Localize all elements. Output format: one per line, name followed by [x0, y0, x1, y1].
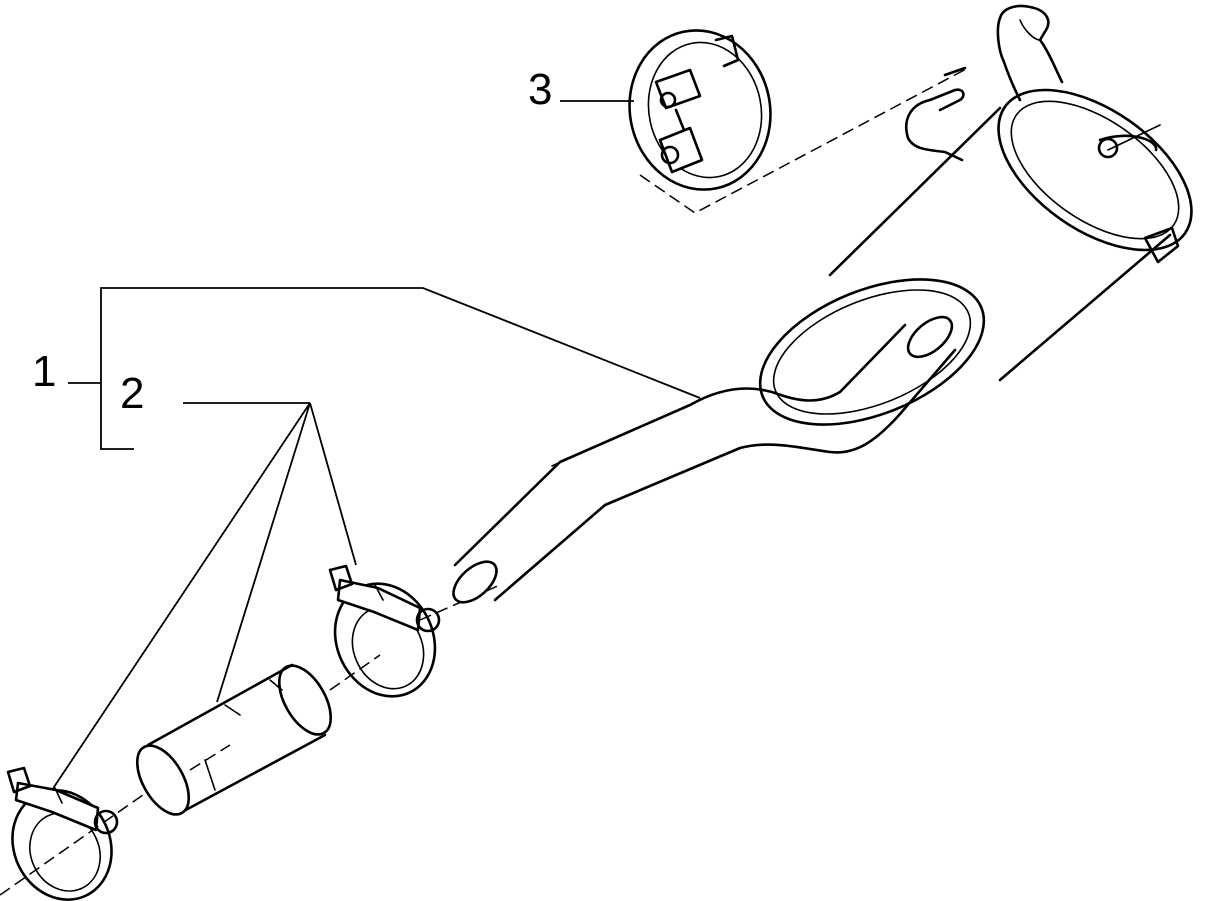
callout-2: 2 — [120, 369, 145, 418]
rear-clamp — [328, 564, 441, 698]
rear-muffler — [758, 4, 1193, 426]
leader-2-to-front-clamp — [51, 402, 311, 791]
connecting-sleeve — [135, 663, 333, 816]
callout-3: 3 — [528, 65, 553, 114]
leader-2-to-rear-clamp — [309, 402, 357, 566]
rubber-hanger — [628, 29, 772, 191]
leader-lines — [51, 100, 701, 791]
leader-1-bracket — [100, 287, 701, 450]
assembly-axes — [0, 67, 969, 896]
axis-pipe — [0, 584, 501, 896]
intermediate-pipe — [452, 315, 957, 604]
axis-hanger — [639, 67, 969, 214]
leader-2-to-sleeve — [216, 402, 311, 703]
callout-1: 1 — [32, 347, 57, 396]
front-clamp — [6, 766, 119, 901]
